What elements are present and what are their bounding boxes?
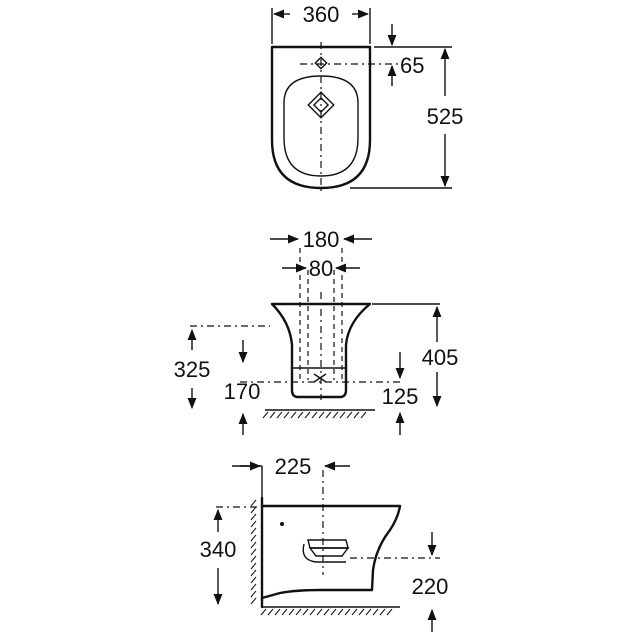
front-floor-hatch bbox=[262, 411, 367, 419]
hatch-stroke bbox=[325, 411, 332, 419]
top-view-basin bbox=[283, 75, 359, 177]
hatch-stroke bbox=[304, 411, 311, 419]
dim-rim-height: 405 bbox=[422, 345, 459, 370]
hatch-stroke bbox=[250, 506, 257, 514]
waste-outlet-icon bbox=[302, 539, 350, 563]
hatch-stroke bbox=[302, 608, 309, 616]
dim-tap-offset: 65 bbox=[400, 53, 424, 78]
hatch-stroke bbox=[269, 411, 276, 419]
hatch-stroke bbox=[250, 534, 257, 542]
hatch-stroke bbox=[250, 569, 257, 577]
hatch-stroke bbox=[360, 411, 367, 419]
side-view-outline bbox=[260, 504, 402, 600]
tap-hole-icon bbox=[314, 56, 328, 70]
hatch-stroke bbox=[250, 527, 257, 535]
front-drain-icon bbox=[313, 373, 327, 383]
dim-rear-height: 340 bbox=[200, 537, 237, 562]
hatch-stroke bbox=[250, 520, 257, 528]
hatch-stroke bbox=[386, 608, 393, 616]
dim-top-width: 360 bbox=[303, 2, 340, 27]
side-wall-hatch bbox=[250, 499, 257, 605]
hatch-stroke bbox=[297, 411, 304, 419]
hatch-stroke bbox=[250, 541, 257, 549]
side-floor-hatch bbox=[260, 608, 393, 616]
hatch-stroke bbox=[316, 608, 323, 616]
dim-waste-height: 170 bbox=[224, 379, 261, 404]
hatch-stroke bbox=[379, 608, 386, 616]
hatch-stroke bbox=[330, 608, 337, 616]
top-view: 360 65 525 bbox=[270, 2, 464, 192]
side-view: 225 340 220 bbox=[200, 454, 449, 632]
hatch-stroke bbox=[372, 608, 379, 616]
hatch-stroke bbox=[281, 608, 288, 616]
hatch-stroke bbox=[250, 562, 257, 570]
front-view-outline bbox=[270, 302, 372, 399]
hatch-stroke bbox=[267, 608, 274, 616]
hatch-stroke bbox=[337, 608, 344, 616]
hatch-stroke bbox=[311, 411, 318, 419]
hatch-stroke bbox=[351, 608, 358, 616]
hatch-stroke bbox=[276, 411, 283, 419]
hatch-stroke bbox=[250, 583, 257, 591]
hatch-stroke bbox=[283, 411, 290, 419]
dim-waste-distance: 225 bbox=[275, 454, 312, 479]
hatch-stroke bbox=[290, 411, 297, 419]
hatch-stroke bbox=[358, 608, 365, 616]
hatch-stroke bbox=[309, 608, 316, 616]
hatch-stroke bbox=[274, 608, 281, 616]
dim-inner-spacing: 80 bbox=[309, 256, 333, 281]
hatch-stroke bbox=[250, 597, 257, 605]
hatch-stroke bbox=[344, 608, 351, 616]
dim-side-outlet-height: 220 bbox=[412, 574, 449, 599]
hatch-stroke bbox=[250, 590, 257, 598]
hatch-stroke bbox=[250, 555, 257, 563]
top-view-outline bbox=[270, 45, 372, 190]
hatch-stroke bbox=[288, 608, 295, 616]
hatch-stroke bbox=[250, 576, 257, 584]
hatch-stroke bbox=[323, 608, 330, 616]
hatch-stroke bbox=[250, 548, 257, 556]
hatch-stroke bbox=[339, 411, 346, 419]
hatch-stroke bbox=[250, 499, 257, 507]
dim-outlet-height: 125 bbox=[382, 384, 419, 409]
hatch-stroke bbox=[365, 608, 372, 616]
hatch-stroke bbox=[332, 411, 339, 419]
hatch-stroke bbox=[353, 411, 360, 419]
fixing-point-icon bbox=[280, 522, 284, 526]
hatch-stroke bbox=[346, 411, 353, 419]
hatch-stroke bbox=[262, 411, 269, 419]
front-view: 180 80 325 170 405 125 bbox=[174, 227, 459, 435]
drain-icon bbox=[307, 91, 335, 119]
hatch-stroke bbox=[260, 608, 267, 616]
hatch-stroke bbox=[318, 411, 325, 419]
dim-fixing-height: 325 bbox=[174, 357, 211, 382]
hatch-stroke bbox=[295, 608, 302, 616]
hatch-stroke bbox=[250, 513, 257, 521]
dim-top-length: 525 bbox=[427, 104, 464, 129]
dim-outer-spacing: 180 bbox=[303, 227, 340, 252]
